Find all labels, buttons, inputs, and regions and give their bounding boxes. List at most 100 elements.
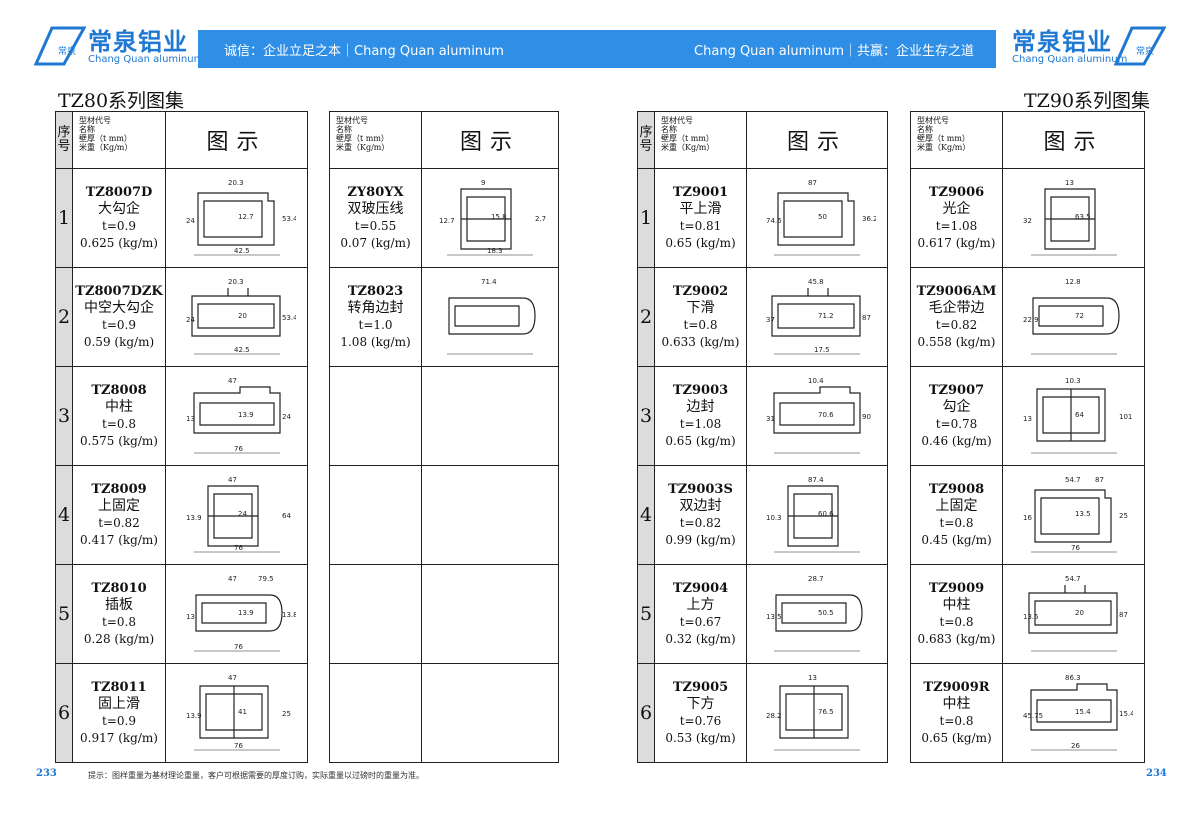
- profile-code: TZ9009R: [923, 680, 990, 695]
- profile-weight: 0.28 (kg/m): [83, 632, 155, 646]
- profile-name: 双玻压线: [347, 201, 404, 217]
- row-index: 5: [55, 564, 73, 664]
- dimension-label: 12.8: [1065, 278, 1081, 286]
- table-row: [329, 366, 559, 466]
- dimension-label: 13.9: [186, 712, 202, 720]
- dimension-label: 79.5: [258, 575, 274, 583]
- profile-thickness: t=0.8: [939, 516, 974, 530]
- profile-thickness: t=0.8: [683, 318, 718, 332]
- dimension-label: 10.3: [1065, 377, 1081, 385]
- header-cols: 型材代号名称壁厚（t mm）米重（Kg/m）: [910, 111, 1003, 169]
- header-picture: 图示: [1002, 111, 1145, 169]
- profile-weight: 0.575 (kg/m): [80, 434, 158, 448]
- profile-outline: [194, 594, 283, 632]
- row-index: 4: [55, 465, 73, 565]
- dimension-label: 2.7: [535, 215, 546, 223]
- dimension-label: 76.5: [818, 708, 834, 716]
- dimension-label: 86.3: [1065, 674, 1081, 682]
- profile-thickness: t=0.78: [935, 417, 978, 431]
- dimension-label: 24: [282, 413, 291, 421]
- dimension-label: 36.2: [862, 215, 876, 223]
- dimension-label: 13.5: [766, 613, 782, 621]
- profile-drawing: 71.4: [421, 267, 559, 367]
- dimension-label: 54.7: [1065, 476, 1081, 484]
- profile-code: ZY80YX: [347, 185, 404, 200]
- profile-weight: 0.45 (kg/m): [921, 533, 992, 547]
- banner-left: 诚信：企业立足之本｜Chang Quan aluminum: [224, 44, 504, 59]
- dimension-label: 87: [1119, 611, 1128, 619]
- profile-outline: [190, 288, 281, 337]
- profile-name: 上方: [686, 597, 715, 613]
- profile-outline: [787, 485, 839, 547]
- empty-cell: [329, 366, 422, 466]
- profile-code: TZ8007DZK: [75, 284, 163, 299]
- dimension-label: 13: [186, 415, 195, 423]
- profile-outline: [1027, 585, 1118, 634]
- profile-weight: 0.53 (kg/m): [665, 731, 736, 745]
- dimension-label: 28.7: [808, 575, 824, 583]
- profile-name: 毛企带边: [928, 300, 985, 316]
- dimension-label: 13: [808, 674, 817, 682]
- dimension-label: 87: [808, 179, 817, 187]
- dimension-label: 47: [228, 377, 237, 385]
- table-row: [329, 663, 559, 763]
- dimension-label: 18.3: [487, 247, 503, 255]
- profile-code: TZ8009: [91, 482, 147, 497]
- empty-cell: [329, 465, 422, 565]
- dimension-label: 32: [1023, 217, 1032, 225]
- row-index: 1: [637, 168, 655, 268]
- row-index: 6: [55, 663, 73, 763]
- dimension-label: 13: [1065, 179, 1074, 187]
- dimension-label: 31: [766, 415, 775, 423]
- dimension-label: 16: [1023, 514, 1032, 522]
- table-row: [329, 465, 559, 565]
- profile-code: TZ9006: [928, 185, 985, 200]
- profile-weight: 0.32 (kg/m): [665, 632, 736, 646]
- dimension-label: 17.5: [814, 346, 830, 354]
- profile-name: 中空大勾企: [84, 300, 154, 316]
- profile-outline: [460, 188, 512, 250]
- profile-thickness: t=0.9: [102, 318, 136, 332]
- profile-name: 双边封: [679, 498, 722, 514]
- header-num: 序号: [55, 111, 73, 169]
- dimension-label: 26: [1071, 742, 1080, 750]
- dimension-label: 24: [186, 316, 195, 324]
- empty-cell: [421, 465, 559, 565]
- empty-cell: [329, 663, 422, 763]
- dimension-label: 25: [282, 710, 291, 718]
- profile-code: TZ9008: [928, 482, 985, 497]
- logo-mark-icon: 常泉: [34, 26, 86, 66]
- profile-thickness: t=0.55: [354, 219, 397, 233]
- left-series-title: TZ80系列图集: [58, 90, 185, 112]
- profile-name: 中柱: [942, 597, 971, 613]
- dimension-label: 76: [1071, 544, 1080, 552]
- dimension-label: 54.7: [1065, 575, 1081, 583]
- dimension-label: 87: [1095, 476, 1104, 484]
- left-logo: 常泉 常泉铝业 Chang Quan aluminum: [34, 22, 219, 70]
- logo-cn: 常泉铝业: [88, 28, 188, 56]
- dimension-label: 15.4: [1119, 710, 1133, 718]
